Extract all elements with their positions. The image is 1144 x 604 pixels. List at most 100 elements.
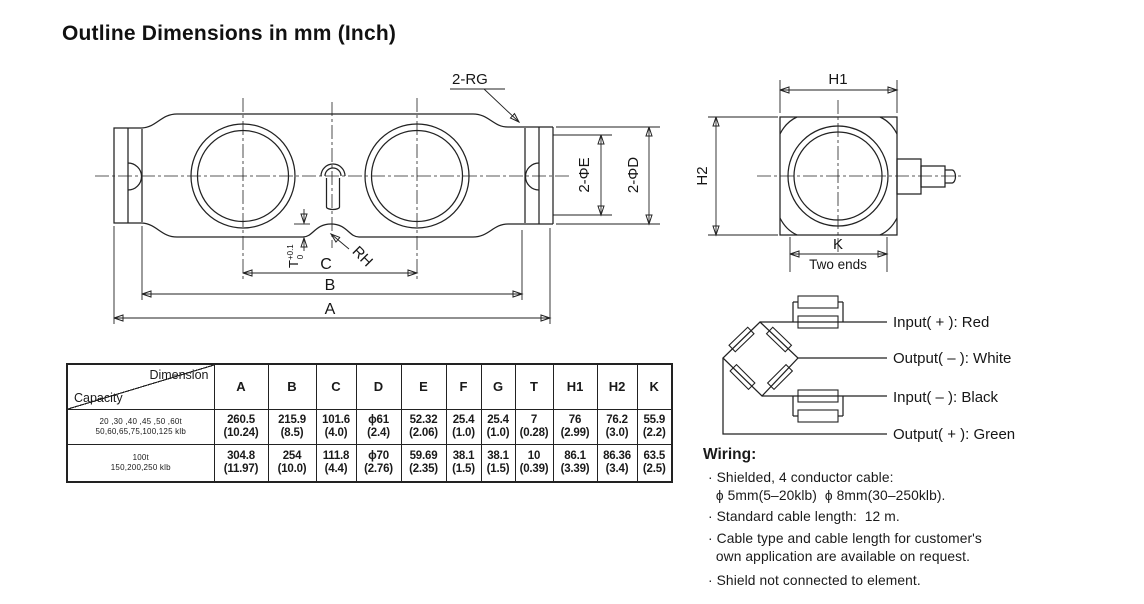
value-inch: (0.39) <box>519 462 549 475</box>
dimension-c: C <box>243 256 417 273</box>
value-mm: 215.9 <box>278 413 306 426</box>
value-inch: (3.4) <box>605 462 629 475</box>
value-mm: 25.4 <box>452 413 475 426</box>
table-cell: 101.6(4.0) <box>315 408 357 445</box>
value-inch: (2.76) <box>364 462 393 475</box>
value-mm: 86.36 <box>603 450 631 463</box>
value-mm: 111.8 <box>322 450 350 463</box>
value-inch: (3.0) <box>605 426 629 439</box>
t-label: T+0.10 <box>286 244 305 268</box>
dimension-table: Dimension Capacity A B C D E F G T H1 H2… <box>66 363 673 483</box>
capacity-cell: 100t 150,200,250 klb <box>66 443 215 483</box>
dimension-phi-d: 2-ΦD <box>556 127 660 224</box>
value-mm: 38.1 <box>452 450 475 463</box>
end-view-drawing: H1 H2 K Two ends <box>694 71 962 272</box>
value-mm: 59.69 <box>409 450 438 463</box>
k-label: K <box>833 236 843 253</box>
wiring-note-line: ϕ 5mm(5–20klb) ϕ 8mm(30–250klb). <box>708 488 946 503</box>
column-header-b: B <box>267 363 317 410</box>
dimension-t: T+0.10 <box>286 209 310 268</box>
column-header-t: T <box>514 363 554 410</box>
capacity-line-1: 20 ,30 ,40 ,45 ,50 ,60t <box>99 416 182 426</box>
column-header-h1: H1 <box>552 363 598 410</box>
corner-capacity-label: Capacity <box>74 390 123 405</box>
rh-label: RH <box>349 243 376 270</box>
table-cell: 52.32(2.06) <box>400 408 447 445</box>
table-cell: 59.69(2.35) <box>400 443 447 483</box>
wiring-note-line: · Cable type and cable length for custom… <box>708 531 982 546</box>
dimension-b: B <box>142 226 522 300</box>
column-header-e: E <box>400 363 447 410</box>
wiring-notes-title: Wiring: <box>703 446 757 463</box>
h1-label: H1 <box>828 71 847 88</box>
dimension-h2: H2 <box>694 117 778 235</box>
value-inch: (1.0) <box>452 426 475 439</box>
column-header-f: F <box>445 363 482 410</box>
value-inch: (3.39) <box>560 462 590 475</box>
dimension-a: A <box>114 226 550 324</box>
wiring-note-line: · Shield not connected to element. <box>708 573 921 588</box>
wire-label-input-plus: Input( + ): Red <box>893 314 989 331</box>
value-inch: (10.0) <box>277 462 307 475</box>
value-mm: 63.5 <box>643 450 666 463</box>
value-mm: 55.9 <box>643 413 666 426</box>
value-inch: (1.0) <box>486 426 510 439</box>
table-cell: 10(0.39) <box>514 443 554 483</box>
wiring-note-line: own application are available on request… <box>708 549 971 564</box>
phi-e-label: 2-ΦE <box>576 157 593 192</box>
value-inch: (4.0) <box>324 426 348 439</box>
value-inch: (0.28) <box>519 426 549 439</box>
table-row-low-capacity: 20 ,30 ,40 ,45 ,50 ,60t 50,60,65,75,100,… <box>66 408 673 445</box>
rh-callout: RH <box>329 232 376 270</box>
wire-label-input-minus: Input( – ): Black <box>893 389 999 406</box>
table-cell: 86.36(3.4) <box>596 443 638 483</box>
a-label: A <box>325 301 336 318</box>
value-mm: 38.1 <box>487 450 509 463</box>
rg-callout: 2-RG <box>450 71 521 124</box>
table-row-high-capacity: 100t 150,200,250 klb 304.8(11.97) 254(10… <box>66 443 673 483</box>
table-cell: 7(0.28) <box>514 408 554 445</box>
table-cell: 38.1(1.5) <box>445 443 482 483</box>
value-mm: 76 <box>568 413 582 426</box>
column-header-k: K <box>636 363 673 410</box>
column-header-c: C <box>315 363 357 410</box>
cable-gland <box>896 158 957 195</box>
value-mm: ϕ61 <box>368 413 389 426</box>
capacity-line-2: 150,200,250 klb <box>110 462 171 472</box>
table-cell: ϕ61(2.4) <box>355 408 402 445</box>
column-header-g: G <box>480 363 516 410</box>
value-mm: 86.1 <box>564 450 586 463</box>
wiring-notes: Wiring: · Shielded, 4 conductor cable: ϕ… <box>703 446 1133 588</box>
value-inch: (11.97) <box>223 462 259 475</box>
table-cell: 215.9(8.5) <box>267 408 317 445</box>
capacity-line-2: 50,60,65,75,100,125 klb <box>95 426 186 436</box>
table-cell: 254(10.0) <box>267 443 317 483</box>
value-mm: 76.2 <box>606 413 628 426</box>
two-ends-label: Two ends <box>809 257 867 272</box>
value-mm: 52.32 <box>409 413 438 426</box>
value-inch: (8.5) <box>280 426 304 439</box>
value-inch: (2.35) <box>409 462 438 475</box>
value-mm: 254 <box>282 450 302 463</box>
table-cell: 25.4(1.0) <box>445 408 482 445</box>
column-header-a: A <box>213 363 269 410</box>
value-inch: (1.5) <box>452 462 475 475</box>
table-cell: 304.8(11.97) <box>213 443 269 483</box>
value-mm: 101.6 <box>322 413 350 426</box>
phi-d-label: 2-ΦD <box>625 157 642 193</box>
table-cell: 55.9(2.2) <box>636 408 673 445</box>
capacity-line-1: 100t <box>132 452 149 462</box>
table-cell: ϕ70(2.76) <box>355 443 402 483</box>
dimension-h1: H1 <box>780 71 897 113</box>
dimension-phi-e: 2-ΦE <box>553 135 612 215</box>
dimension-k: K Two ends <box>790 236 887 272</box>
value-inch: (4.4) <box>324 462 348 475</box>
column-header-h2: H2 <box>596 363 638 410</box>
wiring-note-line: · Shielded, 4 conductor cable: <box>708 470 894 485</box>
value-mm: 304.8 <box>227 450 255 463</box>
value-inch: (2.2) <box>642 426 666 439</box>
table-cell: 86.1(3.39) <box>552 443 598 483</box>
bridge-circuit-diagram: Input( + ): Red Output( – ): White Input… <box>722 295 1015 443</box>
value-inch: (1.5) <box>486 462 510 475</box>
